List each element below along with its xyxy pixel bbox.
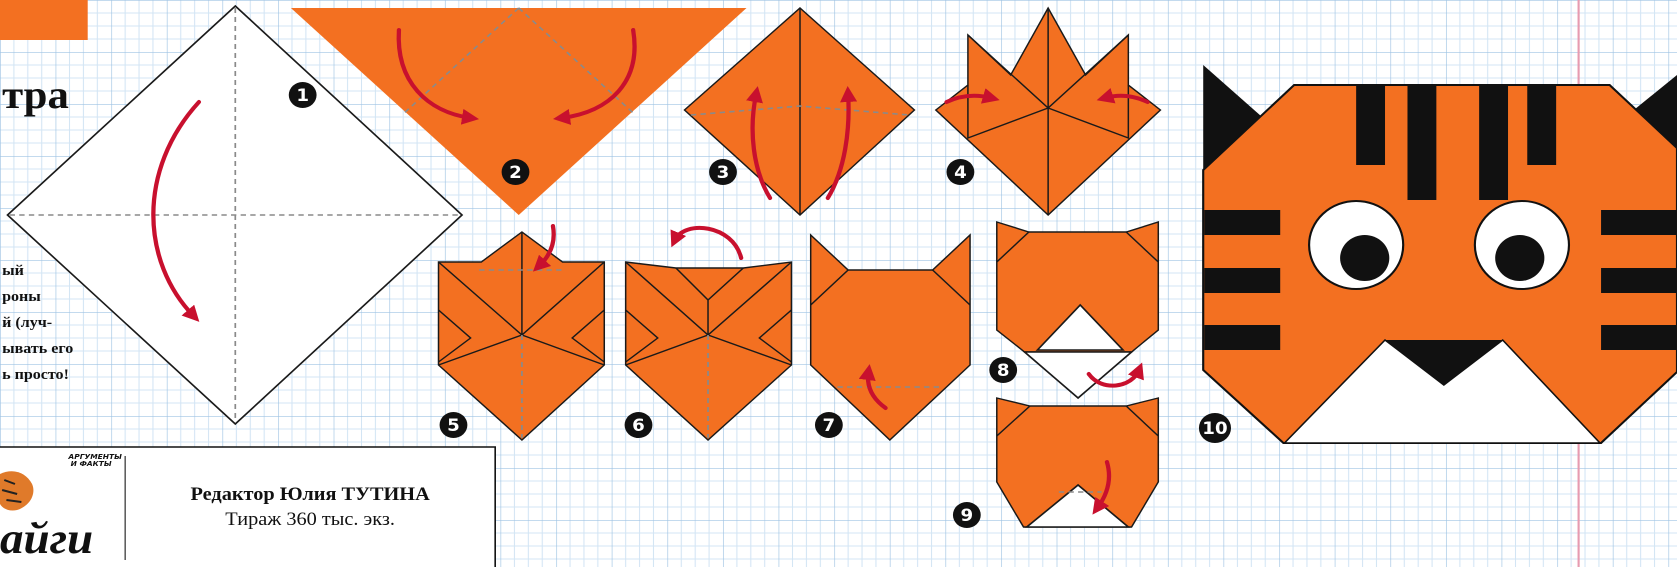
step-number-4: 4 [947,159,975,185]
intro-line: ывать его [2,340,73,356]
step-number-10: 10 [1199,413,1231,443]
step-number-6: 6 [625,412,653,438]
step-number-label: 7 [823,416,836,435]
step-number-label: 1 [296,86,309,105]
step-number-label: 6 [632,416,645,435]
intro-line: ь просто! [2,366,69,382]
intro-line: ый [2,262,24,278]
logo-publisher-line2: И ФАКТЫ [71,459,113,468]
step-number-5: 5 [440,412,468,438]
step-number-label: 3 [717,163,730,182]
step-number-1: 1 [289,82,317,108]
step-number-label: 9 [961,506,974,525]
step-number-7: 7 [815,412,843,438]
step-number-label: 5 [447,416,460,435]
step-9-diagram [997,398,1158,527]
step-number-3: 3 [709,159,737,185]
step-10-tiger-face [1203,65,1677,443]
intro-line: роны [2,288,41,304]
step-number-8: 8 [989,357,1017,383]
intro-line: й (луч- [2,314,52,330]
step-number-label: 8 [997,361,1010,380]
step-number-9: 9 [953,502,981,528]
step-number-label: 2 [509,163,522,182]
page-title: тра [2,72,69,116]
logo-wordmark: айги [0,513,93,562]
editor-credit: Редактор Юлия ТУТИНА [191,484,431,505]
step-number-2: 2 [502,159,530,185]
circulation-info: Тираж 360 тыс. экз. [225,509,395,530]
imprint-box: АРГУМЕНТЫ И ФАКТЫ айги Редактор Юлия ТУТ… [0,447,495,567]
header-color-block [0,0,88,40]
step-number-label: 4 [954,163,967,182]
step-number-label: 10 [1202,419,1227,438]
